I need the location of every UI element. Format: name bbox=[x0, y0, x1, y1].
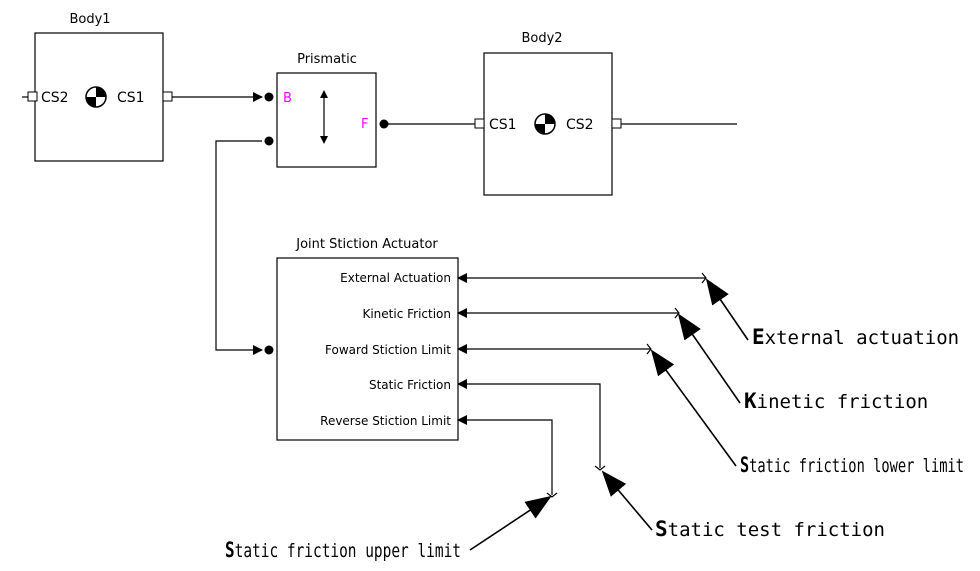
actuator-input-wires bbox=[457, 273, 705, 495]
body1-right-port-label: CS1 bbox=[117, 90, 145, 106]
wire-static-friction bbox=[457, 379, 601, 468]
body2-right-port-square[interactable] bbox=[611, 118, 622, 129]
arrow-static-friction-lower-limit bbox=[650, 349, 737, 467]
signal-end-ticks bbox=[546, 272, 707, 498]
callout-arrows bbox=[469, 278, 749, 551]
body1-right-port-square[interactable] bbox=[162, 91, 173, 102]
body2-title: Body2 bbox=[521, 31, 562, 46]
actuator-input-label-foward-stiction-limit: Foward Stiction Limit bbox=[325, 343, 451, 357]
body2-left-port-label: CS1 bbox=[489, 117, 517, 133]
body1-center-of-gravity-icon bbox=[85, 86, 107, 108]
callout-external-actuation: External actuation bbox=[752, 325, 959, 349]
prismatic-follower-port-dot[interactable] bbox=[379, 119, 389, 129]
body1-left-port-square[interactable] bbox=[27, 91, 38, 102]
actuator-input-label-kinetic-friction: Kinetic Friction bbox=[362, 307, 451, 321]
prismatic-base-port-dot[interactable] bbox=[264, 92, 274, 102]
arrow-external-actuation bbox=[705, 278, 749, 341]
actuator-box[interactable] bbox=[276, 257, 459, 441]
actuator-input-label-external-actuation: External Actuation bbox=[340, 271, 451, 285]
callout-static-test-friction: Static test friction bbox=[655, 517, 885, 541]
actuator-connection-port-dot[interactable] bbox=[264, 345, 274, 355]
prismatic-follower-port-label: F bbox=[361, 117, 368, 132]
body2-right-port-label: CS2 bbox=[566, 117, 594, 133]
connection-prismatic-actuator bbox=[215, 140, 263, 355]
arrow-kinetic-friction bbox=[677, 313, 741, 404]
prismatic-title: Prismatic bbox=[297, 52, 357, 67]
arrow-static-friction-upper-limit bbox=[469, 495, 552, 551]
callout-static-friction-upper-limit: Static friction upper limit bbox=[225, 538, 461, 562]
joint-stiction-actuator-block[interactable]: Joint Stiction Actuator External Actuati… bbox=[276, 237, 459, 441]
body2-block[interactable]: Body2 CS1 CS2 bbox=[474, 31, 737, 196]
prismatic-base-port-label: B bbox=[283, 91, 292, 106]
body1-block[interactable]: Body1 CS2 CS1 bbox=[22, 12, 173, 162]
callout-static-friction-lower-limit: Static friction lower limit bbox=[740, 453, 964, 477]
arrow-static-test-friction bbox=[601, 470, 653, 531]
body1-left-port-label: CS2 bbox=[41, 90, 69, 106]
body2-center-of-gravity-icon bbox=[534, 113, 556, 135]
prismatic-block[interactable]: Prismatic B F bbox=[264, 52, 389, 168]
callout-kinetic-friction: Kinetic friction bbox=[744, 389, 928, 413]
actuator-input-label-static-friction: Static Friction bbox=[369, 378, 451, 392]
prismatic-box[interactable] bbox=[276, 72, 377, 168]
actuator-input-label-reverse-stiction-limit: Reverse Stiction Limit bbox=[320, 414, 451, 428]
actuator-title: Joint Stiction Actuator bbox=[295, 237, 438, 252]
body2-left-port-square[interactable] bbox=[474, 118, 485, 129]
double-arrow-icon bbox=[320, 90, 328, 144]
wire-reverse-stiction-limit bbox=[457, 415, 553, 495]
body1-title: Body1 bbox=[69, 12, 110, 27]
prismatic-second-base-port-dot[interactable] bbox=[264, 136, 274, 146]
